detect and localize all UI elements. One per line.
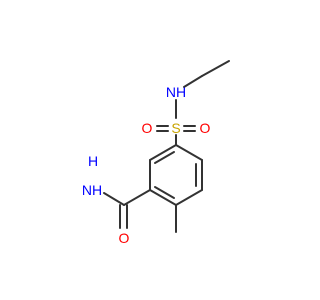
sulfur-label: S (171, 120, 180, 136)
hydrogen-amide-label: H (88, 153, 98, 169)
oxygen-amide-label: O (119, 230, 130, 246)
atom-nitrogen-sulfonamide: NH (166, 84, 186, 100)
oxygen-sulfonyl-left-label: O (142, 120, 153, 136)
ring-bond-top-right (175, 144, 203, 161)
atom-oxygen-sulfonyl-left: O (142, 120, 153, 136)
atom-sulfur: S (171, 120, 180, 136)
ring-bond-top-left-inner (154, 151, 175, 164)
ring-bond-top-left (149, 144, 177, 161)
atom-oxygen-amide: O (119, 230, 130, 246)
nitrogen-amide-label: NH (82, 182, 102, 198)
nitrogen-ethyl-bond (183, 75, 203, 88)
carbonyl-nitrogen-bond (103, 192, 125, 206)
atom-nitrogen-amide: NH H (82, 153, 102, 198)
oxygen-sulfonyl-right-label: O (200, 120, 211, 136)
ring-bond-bottom-right (175, 189, 203, 206)
nitrogen-sulfonamide-label: NH (166, 84, 186, 100)
benzene-ring (149, 144, 203, 206)
ring-carbonyl-bond (123, 189, 151, 206)
atom-oxygen-sulfonyl-right: O (200, 120, 211, 136)
ring-bond-bottom-left (149, 189, 177, 206)
ethyl-bond (201, 60, 230, 77)
molecule-structure: S O O NH NH H O (82, 60, 230, 246)
ring-bond-bottom-left-inner (154, 186, 175, 199)
